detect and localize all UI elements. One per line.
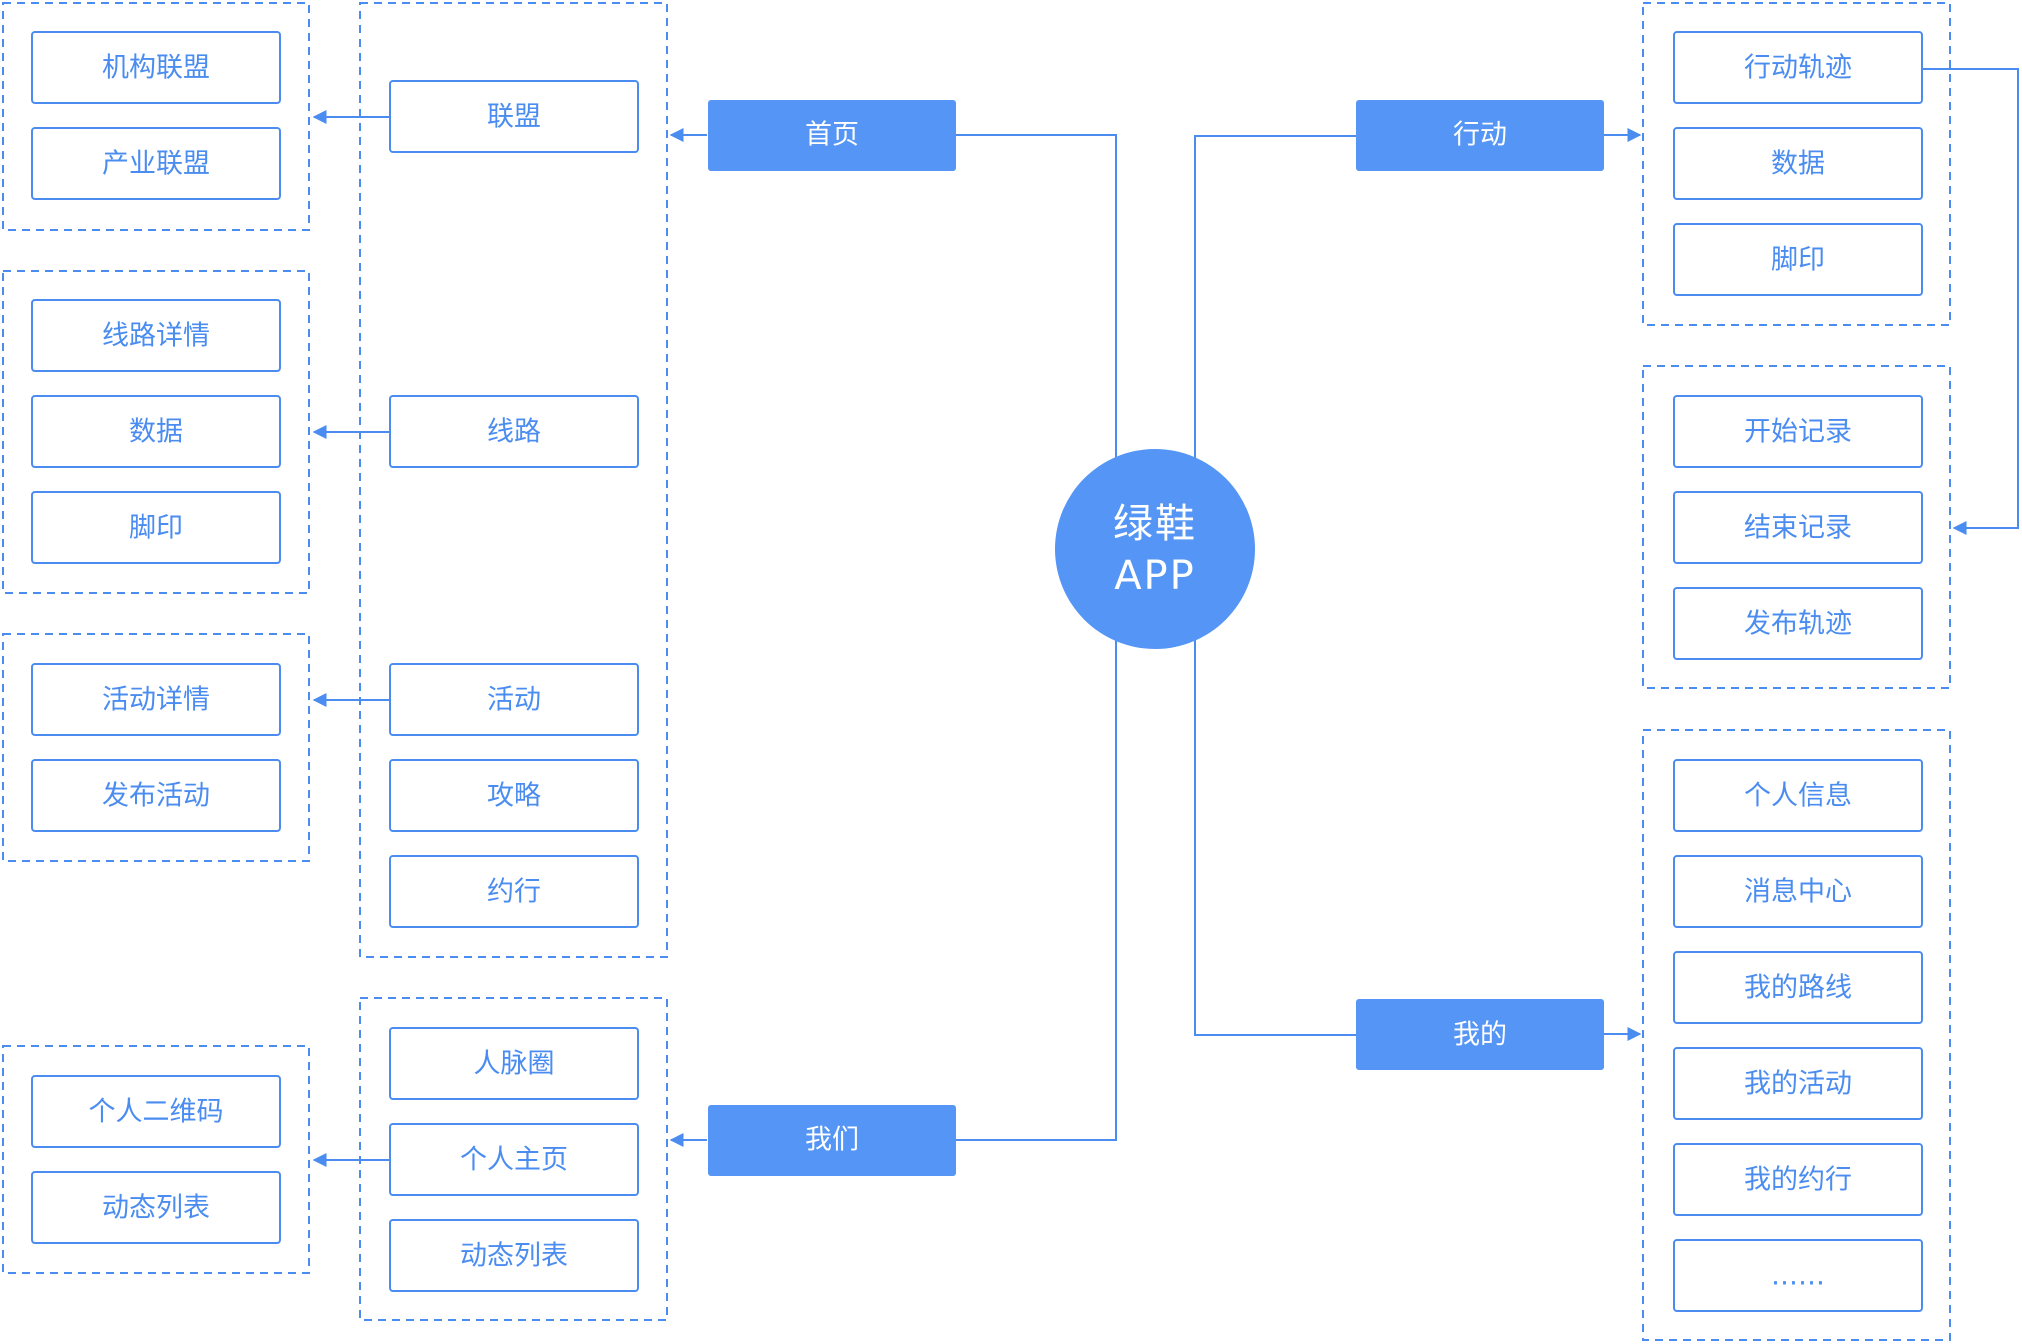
svg-text:……: …… (1771, 1261, 1825, 1292)
svg-text:线路: 线路 (487, 417, 541, 448)
node-my-activities[interactable]: 我的活动 (1673, 1047, 1923, 1120)
node-personal-home[interactable]: 个人主页 (389, 1123, 639, 1196)
svg-text:人脉圈: 人脉圈 (474, 1049, 555, 1080)
node-industry-alliance[interactable]: 产业联盟 (31, 127, 281, 200)
node-publish-activity[interactable]: 发布活动 (31, 759, 281, 832)
connector-center-us (955, 640, 1117, 1141)
svg-text:结束记录: 结束记录 (1744, 513, 1852, 544)
branch-us[interactable]: 我们 (708, 1105, 956, 1176)
node-my-routes[interactable]: 我的路线 (1673, 951, 1923, 1024)
svg-text:数据: 数据 (1771, 149, 1825, 180)
svg-text:动态列表: 动态列表 (102, 1193, 210, 1224)
svg-text:行动: 行动 (1453, 120, 1507, 151)
svg-text:发布活动: 发布活动 (102, 781, 210, 812)
svg-text:行动轨迹: 行动轨迹 (1744, 53, 1852, 84)
svg-text:动态列表: 动态列表 (460, 1241, 568, 1272)
group-mine (1642, 729, 1951, 1341)
group-record (1642, 365, 1951, 689)
center-node (1055, 449, 1255, 649)
node-action-data[interactable]: 数据 (1673, 127, 1923, 200)
svg-text:活动: 活动 (487, 685, 541, 716)
svg-text:产业联盟: 产业联盟 (102, 149, 210, 180)
svg-text:消息中心: 消息中心 (1744, 877, 1852, 908)
svg-text:我们: 我们 (805, 1125, 859, 1156)
group-route (2, 270, 310, 594)
node-personal-info[interactable]: 个人信息 (1673, 759, 1923, 832)
node-route-data[interactable]: 数据 (31, 395, 281, 468)
node-network[interactable]: 人脉圈 (389, 1027, 639, 1100)
svg-text:个人二维码: 个人二维码 (89, 1097, 224, 1128)
svg-text:线路详情: 线路详情 (102, 321, 210, 352)
svg-text:开始记录: 开始记录 (1744, 417, 1852, 448)
branch-action[interactable]: 行动 (1356, 100, 1604, 171)
svg-text:我的活动: 我的活动 (1744, 1069, 1852, 1100)
svg-text:个人信息: 个人信息 (1744, 781, 1852, 812)
node-activity[interactable]: 活动 (389, 663, 639, 736)
node-message-center[interactable]: 消息中心 (1673, 855, 1923, 928)
node-route[interactable]: 线路 (389, 395, 639, 468)
svg-text:联盟: 联盟 (487, 102, 541, 133)
center-subtitle: APP (1114, 553, 1196, 599)
node-route-detail[interactable]: 线路详情 (31, 299, 281, 372)
svg-text:约行: 约行 (487, 877, 541, 908)
node-start-record[interactable]: 开始记录 (1673, 395, 1923, 468)
node-action-footprint[interactable]: 脚印 (1673, 223, 1923, 296)
node-meetup[interactable]: 约行 (389, 855, 639, 928)
group-activity (2, 633, 310, 862)
svg-text:个人主页: 个人主页 (460, 1145, 568, 1176)
node-publish-track[interactable]: 发布轨迹 (1673, 587, 1923, 660)
branch-home[interactable]: 首页 (708, 100, 956, 171)
group-alliance (2, 2, 310, 231)
node-qr-code[interactable]: 个人二维码 (31, 1075, 281, 1148)
connector-center-action (1194, 135, 1356, 460)
svg-text:脚印: 脚印 (129, 513, 183, 544)
branch-mine[interactable]: 我的 (1356, 999, 1604, 1070)
svg-text:攻略: 攻略 (487, 781, 541, 812)
node-route-footprint[interactable]: 脚印 (31, 491, 281, 564)
svg-text:数据: 数据 (129, 417, 183, 448)
node-alliance[interactable]: 联盟 (389, 80, 639, 153)
connector-center-mine (1194, 640, 1356, 1036)
node-activity-detail[interactable]: 活动详情 (31, 663, 281, 736)
group-action (1642, 2, 1951, 326)
center-title: 绿鞋 (1113, 501, 1197, 547)
group-home (359, 2, 668, 958)
connector-center-home (955, 134, 1117, 460)
arrow-track (1922, 68, 2019, 535)
node-org-alliance[interactable]: 机构联盟 (31, 31, 281, 104)
svg-text:我的约行: 我的约行 (1744, 1165, 1852, 1196)
svg-text:发布轨迹: 发布轨迹 (1744, 609, 1852, 640)
svg-text:我的: 我的 (1453, 1020, 1507, 1051)
node-track[interactable]: 行动轨迹 (1673, 31, 1923, 104)
svg-text:我的路线: 我的路线 (1744, 973, 1852, 1004)
node-personal-feed[interactable]: 动态列表 (31, 1171, 281, 1244)
node-us-feed[interactable]: 动态列表 (389, 1219, 639, 1292)
group-personal-home (2, 1045, 310, 1274)
node-more[interactable]: …… (1673, 1239, 1923, 1312)
svg-text:脚印: 脚印 (1771, 245, 1825, 276)
svg-text:首页: 首页 (805, 120, 859, 151)
node-guide[interactable]: 攻略 (389, 759, 639, 832)
svg-text:活动详情: 活动详情 (102, 685, 210, 716)
node-my-meetups[interactable]: 我的约行 (1673, 1143, 1923, 1216)
node-end-record[interactable]: 结束记录 (1673, 491, 1923, 564)
svg-text:机构联盟: 机构联盟 (102, 53, 210, 84)
